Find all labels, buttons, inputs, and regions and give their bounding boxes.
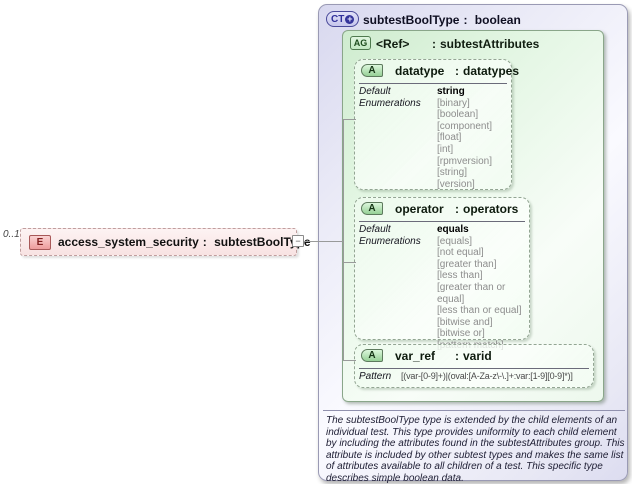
enum-value: [less than or equal] [437, 305, 522, 317]
element-box[interactable]: E access_system_security: subtestBoolTyp… [20, 228, 311, 256]
attribute-box-datatype[interactable]: A datatype : datatypes Default string Enu… [354, 59, 519, 190]
attribute-group-badge: AG [350, 36, 371, 50]
enum-value: [equals] [437, 235, 473, 247]
attribute-group-separator: : [432, 37, 436, 51]
complex-type-name: subtestBoolType [363, 13, 460, 27]
pattern-label: Pattern [359, 371, 392, 382]
element-label: access_system_security: subtestBoolType [58, 235, 315, 249]
complex-type-base: boolean [474, 13, 521, 27]
attribute-header: A datatype : datatypes [355, 60, 519, 82]
attribute-type-name: datatypes [463, 64, 520, 78]
connector-stub-datatype [343, 119, 356, 120]
header-divider [359, 221, 525, 222]
enumeration-list: [binary][boolean][component][float][int]… [437, 98, 509, 191]
attribute-header: A var_ref : varid [355, 345, 593, 367]
attribute-box-var-ref[interactable]: A var_ref : varid Pattern [(var-[0-9]+)|(… [354, 344, 594, 388]
connector-trunk [343, 119, 344, 361]
attribute-header: A operator : operators [355, 198, 529, 220]
complex-type-badge-label: CT [331, 13, 345, 25]
collapse-toggle[interactable]: − [292, 235, 304, 247]
enum-value: [bitwise or] [437, 328, 485, 340]
default-label: Default [359, 224, 391, 235]
element-badge: E [29, 234, 51, 250]
header-divider [359, 83, 507, 84]
element-type: subtestBoolType [214, 235, 311, 249]
facet-table: Default equals Enumerations [equals][not… [359, 224, 527, 352]
complex-type-title: subtestBoolType: boolean [363, 13, 525, 27]
enum-value: [boolean] [437, 109, 479, 121]
attribute-badge: A [361, 202, 383, 215]
attribute-type-name: operators [463, 202, 519, 216]
enumeration-list: [equals][not equal][greater than][less t… [437, 236, 527, 352]
element-name: access_system_security [58, 235, 199, 249]
enum-value: [rpmversion] [437, 155, 493, 167]
default-value: equals [437, 224, 469, 235]
enum-value: [binary] [437, 97, 470, 109]
complex-type-badge: CT + [326, 11, 360, 27]
attribute-separator: : [455, 202, 459, 216]
minus-icon: − [295, 235, 301, 246]
enum-value: [string] [437, 167, 468, 179]
enum-value: [float] [437, 132, 462, 144]
annotation-text: The subtestBoolType type is extended by … [326, 415, 625, 484]
attribute-separator: : [455, 349, 459, 363]
attribute-separator: : [455, 64, 459, 78]
enum-value: [greater than or equal] [437, 281, 506, 305]
attribute-type: : datatypes [455, 64, 523, 78]
enum-value: [less than] [437, 270, 483, 282]
pattern-value: [(var-[0-9]+)|(oval:[A-Za-z\-\.]+:var:[1… [401, 371, 573, 381]
attribute-group-type: : subtestAttributes [432, 37, 543, 51]
enum-value: [int] [437, 143, 454, 155]
expand-plus-icon[interactable]: + [345, 13, 355, 24]
enum-value: [version] [437, 178, 475, 190]
default-label: Default [359, 86, 391, 97]
annotation-divider [323, 410, 625, 411]
enumerations-label: Enumerations [359, 97, 421, 109]
default-value: string [437, 86, 465, 97]
attribute-group-type-name: subtestAttributes [440, 37, 540, 51]
element-separator: : [202, 235, 207, 249]
complex-type-separator: : [463, 13, 468, 27]
attribute-group-ref[interactable]: <Ref> [376, 37, 410, 51]
enum-value: [component] [437, 120, 493, 132]
attribute-group-box: AG <Ref> : subtestAttributes A datatype :… [342, 30, 604, 402]
attribute-name: operator [395, 202, 444, 216]
attribute-type: : varid [455, 349, 496, 363]
attribute-box-operator[interactable]: A operator : operators Default equals Enu… [354, 197, 530, 351]
attribute-type-name: varid [463, 349, 492, 363]
attribute-badge: A [361, 64, 383, 77]
header-divider [359, 368, 589, 369]
enum-value: [greater than] [437, 258, 497, 270]
attribute-badge: A [361, 349, 383, 362]
enum-value: [not equal] [437, 247, 484, 259]
attribute-type: : operators [455, 202, 522, 216]
attribute-name: datatype [395, 64, 445, 78]
facet-table: Pattern [(var-[0-9]+)|(oval:[A-Za-z\-\.]… [359, 371, 591, 383]
enumerations-label: Enumerations [359, 235, 421, 247]
facet-table: Default string Enumerations [binary][boo… [359, 86, 509, 190]
connector-line [304, 241, 343, 242]
connector-stub-var-ref [343, 360, 356, 361]
cardinality-label: 0..1 [3, 229, 20, 240]
complex-type-panel: CT + subtestBoolType: boolean AG <Ref> :… [318, 4, 628, 484]
attribute-name: var_ref [395, 349, 436, 363]
enum-value: [bitwise and] [437, 316, 493, 328]
connector-stub-operator [343, 262, 356, 263]
